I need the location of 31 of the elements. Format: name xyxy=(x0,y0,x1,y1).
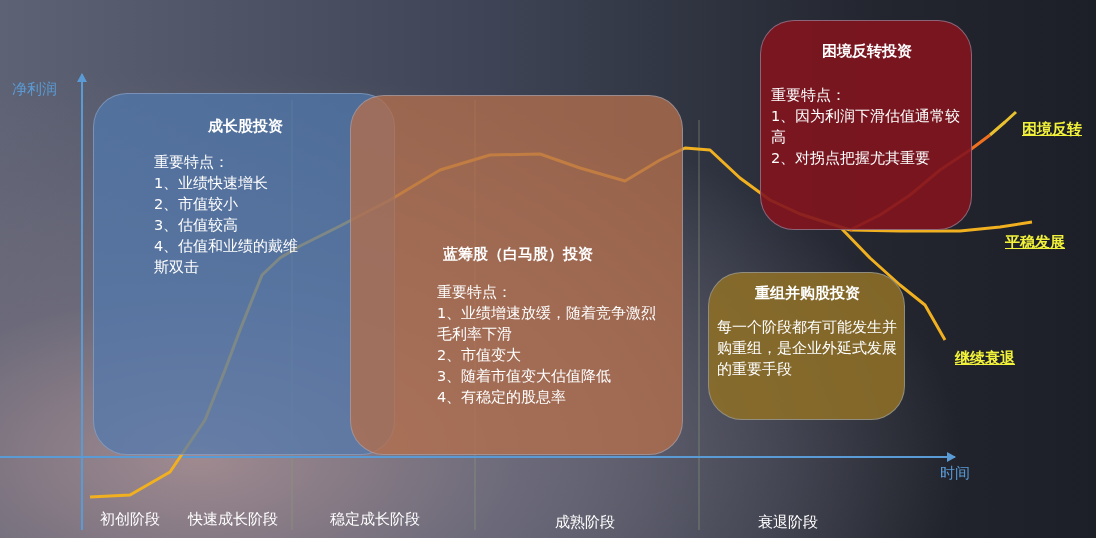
feature-text: 2、市值较小 xyxy=(154,195,240,214)
investment-card xyxy=(708,272,905,420)
stage-label: 稳定成长阶段 xyxy=(330,510,420,529)
feature-text: 2、市值变大 xyxy=(437,346,523,365)
feature-text: 重要特点： xyxy=(437,283,513,302)
card-heading: 困境反转投资 xyxy=(821,42,913,61)
feature-text: 重要特点： xyxy=(154,153,230,172)
feature-text: 3、随着市值变大估值降低 xyxy=(437,367,613,386)
feature-text: 重要特点： xyxy=(771,86,847,105)
feature-text: 4、估值和业绩的戴维斯双击 xyxy=(154,237,300,277)
investment-card xyxy=(760,20,972,230)
feature-text: 每一个阶段都有可能发生并购重组，是企业外延式发展的重要手段 xyxy=(717,318,898,379)
feature-text: 4、有稳定的股息率 xyxy=(437,388,568,407)
card-heading: 蓝筹股（白马股）投资 xyxy=(441,245,594,264)
feature-text: 3、估值较高 xyxy=(154,216,240,235)
feature-text: 1、业绩增速放缓，随着竞争激烈毛利率下滑 xyxy=(437,304,657,344)
card-heading: 重组并购股投资 xyxy=(754,284,861,303)
curve-label: 平稳发展 xyxy=(1005,233,1065,252)
card-heading: 成长股投资 xyxy=(206,117,284,136)
feature-text: 1、业绩快速增长 xyxy=(154,174,270,193)
feature-text: 2、对拐点把握尤其重要 xyxy=(771,149,932,168)
stage-label: 快速成长阶段 xyxy=(188,510,278,529)
axis-title: 净利润 xyxy=(12,80,57,99)
feature-text: 1、因为利润下滑估值通常较高 xyxy=(771,107,961,147)
axis-title: 时间 xyxy=(940,464,970,483)
curve-label: 继续衰退 xyxy=(955,349,1015,368)
stage-label: 衰退阶段 xyxy=(758,513,818,532)
stage-label: 成熟阶段 xyxy=(555,513,615,532)
stage-label: 初创阶段 xyxy=(100,510,160,529)
curve-label: 困境反转 xyxy=(1022,120,1082,139)
investment-card xyxy=(350,95,683,455)
